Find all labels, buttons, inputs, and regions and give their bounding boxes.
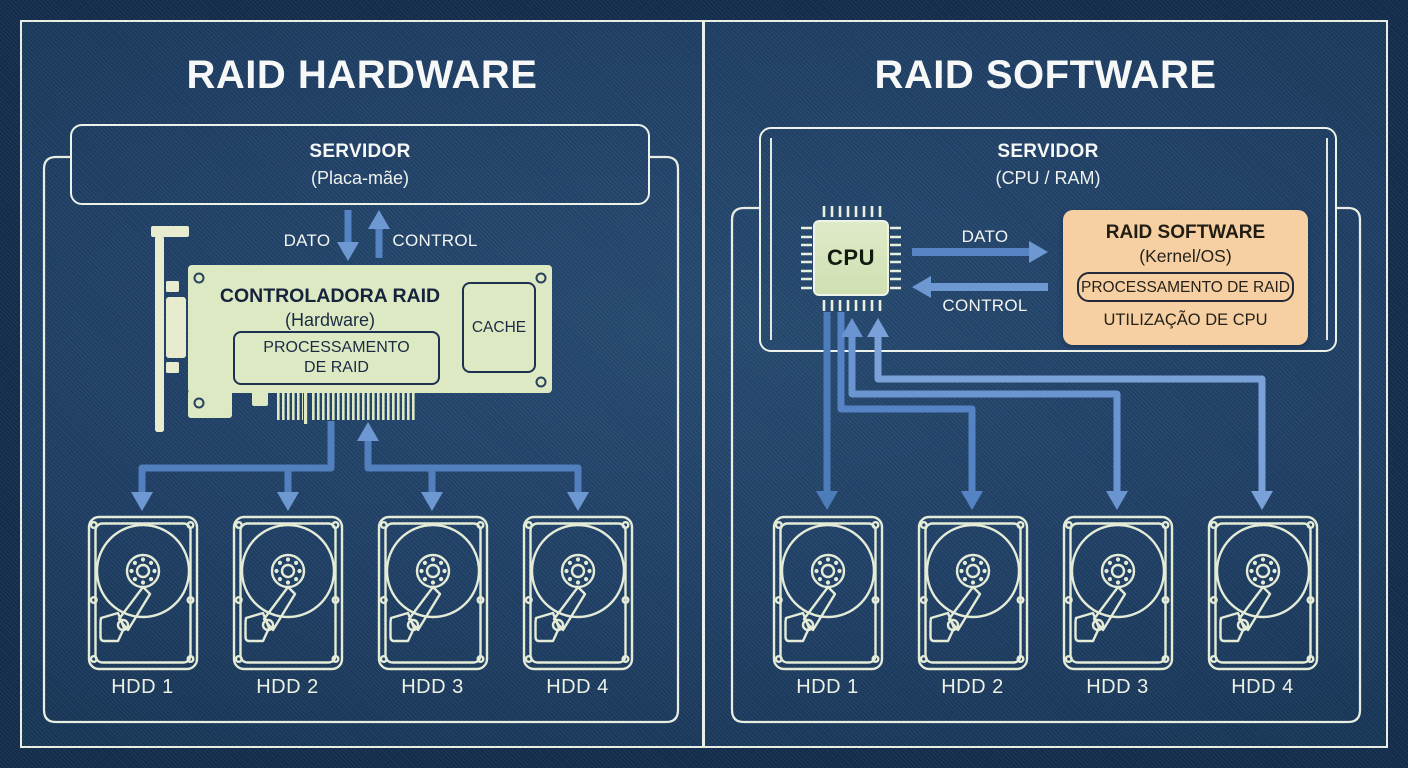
panel-divider (702, 21, 705, 746)
cpu-chip-icon: CPU (813, 220, 889, 296)
hdd-label: HDD 3 (401, 676, 464, 698)
left-server-box (70, 124, 650, 205)
raid-processing-box: PROCESSAMENTO DE RAID (233, 331, 440, 385)
hdd-label: HDD 1 (111, 676, 174, 698)
hdd-label: HDD 4 (546, 676, 609, 698)
raid-software-subtitle: (Kernel/OS) (1139, 246, 1232, 266)
left-server-name: SERVIDOR (309, 141, 411, 162)
software-processing-box: PROCESSAMENTO DE RAID (1077, 272, 1294, 302)
controller-title: CONTROLADORA RAID (219, 285, 441, 307)
cache-label: CACHE (471, 318, 527, 336)
hdd-label: HDD 2 (941, 676, 1004, 698)
right-server-detail: (CPU / RAM) (995, 168, 1101, 188)
hdd-label: HDD 1 (796, 676, 859, 698)
left-server-detail: (Placa-mãe) (310, 168, 410, 188)
right-server-name: SERVIDOR (997, 141, 1099, 162)
hdd-label: HDD 2 (256, 676, 319, 698)
raid-processing-line1: PROCESSAMENTO (263, 339, 410, 356)
right-panel-title: RAID SOFTWARE (874, 53, 1217, 97)
hdd-label: HDD 4 (1231, 676, 1294, 698)
right-control-label: CONTROL (942, 296, 1028, 315)
cpu-utilization-label: UTILIZAÇÃO DE CPU (1103, 311, 1268, 329)
hdd-label: HDD 3 (1086, 676, 1149, 698)
right-data-label: DATO (961, 227, 1009, 246)
controller-subtitle: (Hardware) (284, 310, 376, 330)
left-panel-title: RAID HARDWARE (186, 53, 538, 97)
cache-box: CACHE (462, 282, 536, 373)
raid-processing-line2: DE RAID (304, 359, 369, 376)
left-control-label: CONTROL (392, 231, 478, 250)
left-data-label: DATO (283, 231, 331, 250)
cpu-label: CPU (827, 245, 875, 270)
raid-software-title: RAID SOFTWARE (1105, 222, 1266, 243)
software-processing-label: PROCESSAMENTO DE RAID (1080, 279, 1290, 296)
